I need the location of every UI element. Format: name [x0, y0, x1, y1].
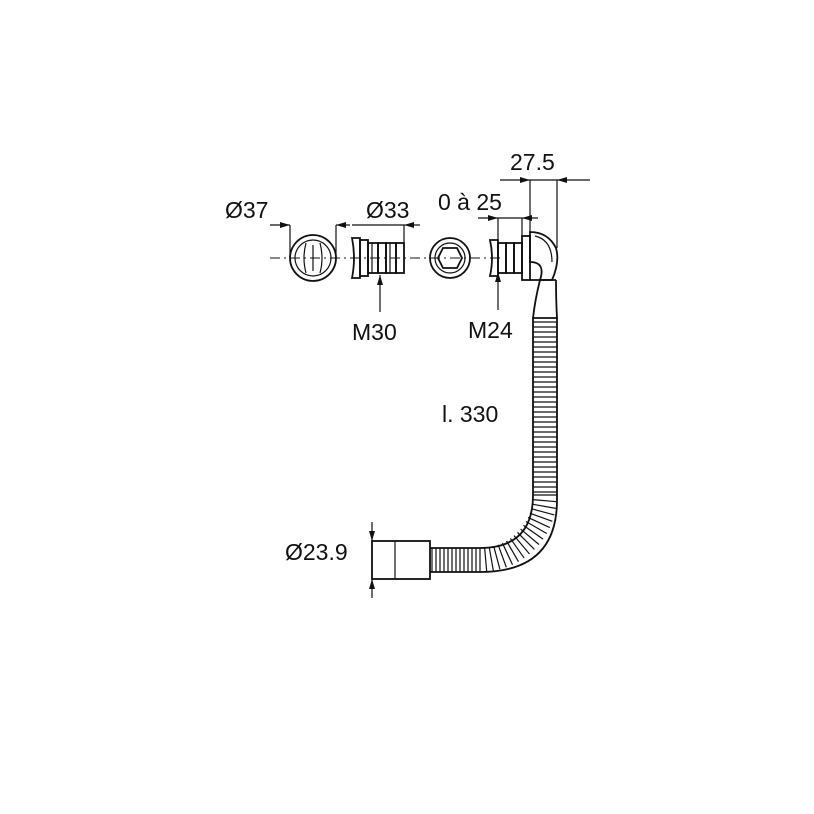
hose-ring	[509, 538, 525, 559]
hose-ring	[484, 547, 488, 572]
hose-ring	[520, 528, 540, 545]
hose-end-tube	[371, 540, 431, 580]
m30-leader	[377, 275, 383, 312]
overflow-elbow	[488, 231, 559, 281]
hose-ring	[505, 540, 520, 562]
d23-9-dimension	[369, 522, 375, 598]
hose-ring	[529, 512, 553, 522]
hose-ring	[527, 516, 551, 529]
hose-ring	[513, 535, 530, 555]
d37-label: Ø37	[225, 197, 268, 223]
washer	[429, 237, 471, 279]
threaded-nut	[350, 237, 405, 279]
d33-dimension	[352, 222, 420, 243]
offset-label: 27.5	[510, 149, 555, 175]
hose-ring	[517, 532, 535, 550]
hose-ring	[493, 546, 501, 570]
d23-9-label: Ø23.9	[285, 539, 348, 565]
m30-label: M30	[352, 319, 397, 345]
m24-label: M24	[468, 317, 513, 343]
offset-dimension	[500, 177, 590, 248]
hose-ring	[523, 524, 544, 540]
range-label: 0 à 25	[438, 189, 502, 215]
d37-dimension	[270, 222, 350, 258]
hose-ring	[532, 499, 557, 503]
hose-ring	[532, 503, 556, 509]
length-label: l. 330	[442, 401, 498, 427]
range-dimension	[478, 215, 538, 240]
hose-ring	[501, 542, 514, 566]
hose-sleeve	[531, 279, 558, 319]
corrugated-hose	[430, 318, 558, 573]
hose-ring	[497, 544, 507, 568]
m24-leader	[495, 272, 501, 310]
d33-label: Ø33	[366, 197, 409, 223]
hose-ring	[525, 520, 547, 535]
hose-ring	[531, 508, 555, 516]
hose-ring	[488, 547, 494, 571]
